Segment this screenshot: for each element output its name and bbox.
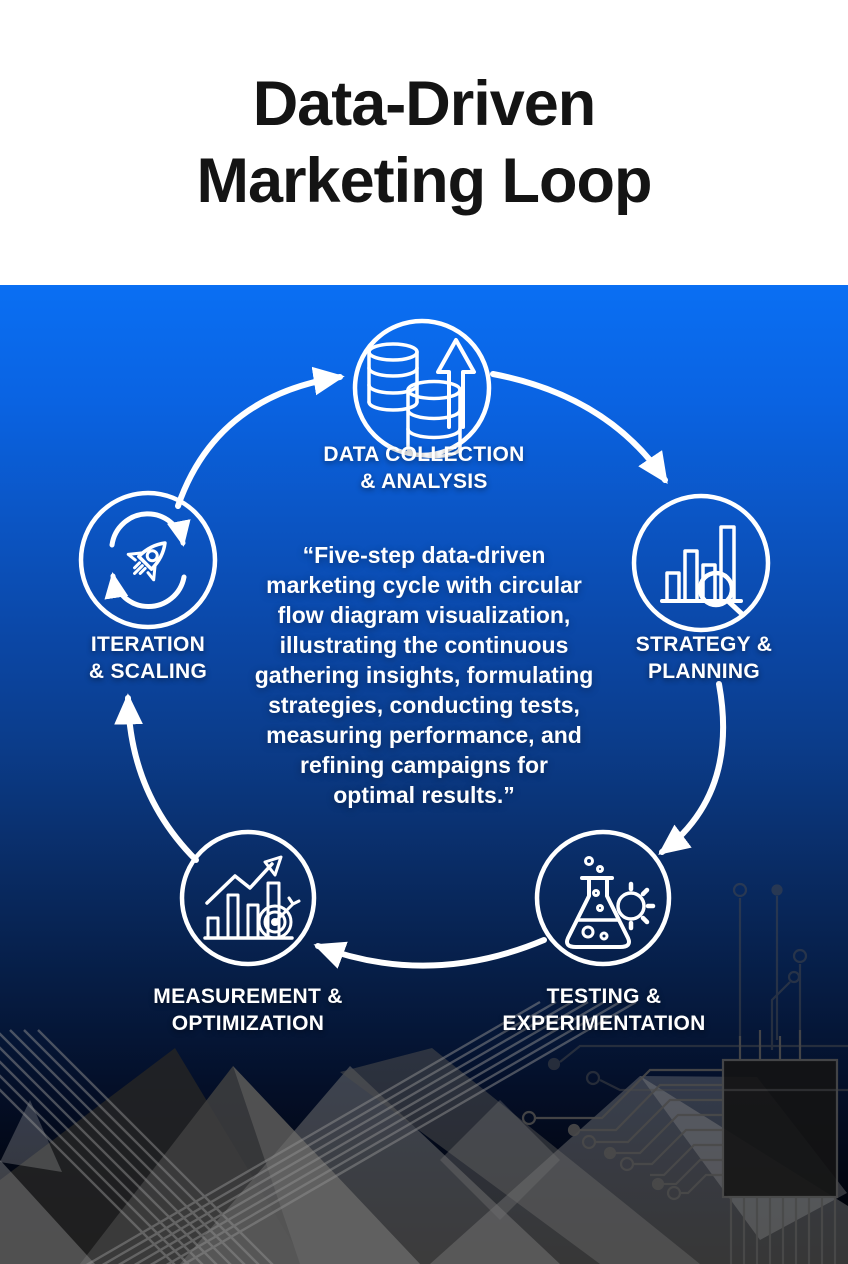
center-quote: “Five-step data-driven marketing cycle w…: [254, 542, 594, 808]
diagonal-lines-decoration: [0, 1000, 637, 1264]
bar-chart-magnifier-icon: [660, 525, 745, 617]
step-label-data-collection: DATA COLLECTION & ANALYSIS: [323, 443, 525, 493]
flask-gear-icon: [565, 856, 656, 949]
arrow-testing-to-measurement: [313, 937, 547, 969]
arrow-data-to-strategy: [490, 371, 668, 484]
step-circles: [78, 318, 771, 967]
growth-chart-target-icon: [203, 855, 301, 940]
step-circle-iteration: [78, 490, 218, 630]
polygon-decoration: [0, 1048, 848, 1264]
step-circle-measurement: [179, 829, 317, 967]
circuit-decoration: [521, 882, 848, 1264]
arrow-strategy-to-testing: [658, 681, 727, 855]
step-label-measurement: MEASUREMENT & OPTIMIZATION: [153, 985, 343, 1035]
step-circle-strategy: [631, 493, 771, 633]
header: Data-Driven Marketing Loop: [0, 0, 848, 285]
step-label-iteration: ITERATION & SCALING: [88, 633, 208, 683]
step-label-strategy: STRATEGY & PLANNING: [635, 633, 773, 683]
step-circle-testing: [534, 829, 672, 967]
database-growth-icon: [367, 338, 476, 459]
page-title: Data-Driven Marketing Loop: [196, 69, 653, 216]
arrow-iteration-to-data: [175, 366, 345, 509]
step-label-testing: TESTING & EXPERIMENTATION: [502, 985, 706, 1035]
arrow-measurement-to-iteration: [114, 693, 199, 863]
rocket-loop-icon: [104, 511, 191, 609]
flow-arrows: [114, 366, 727, 969]
